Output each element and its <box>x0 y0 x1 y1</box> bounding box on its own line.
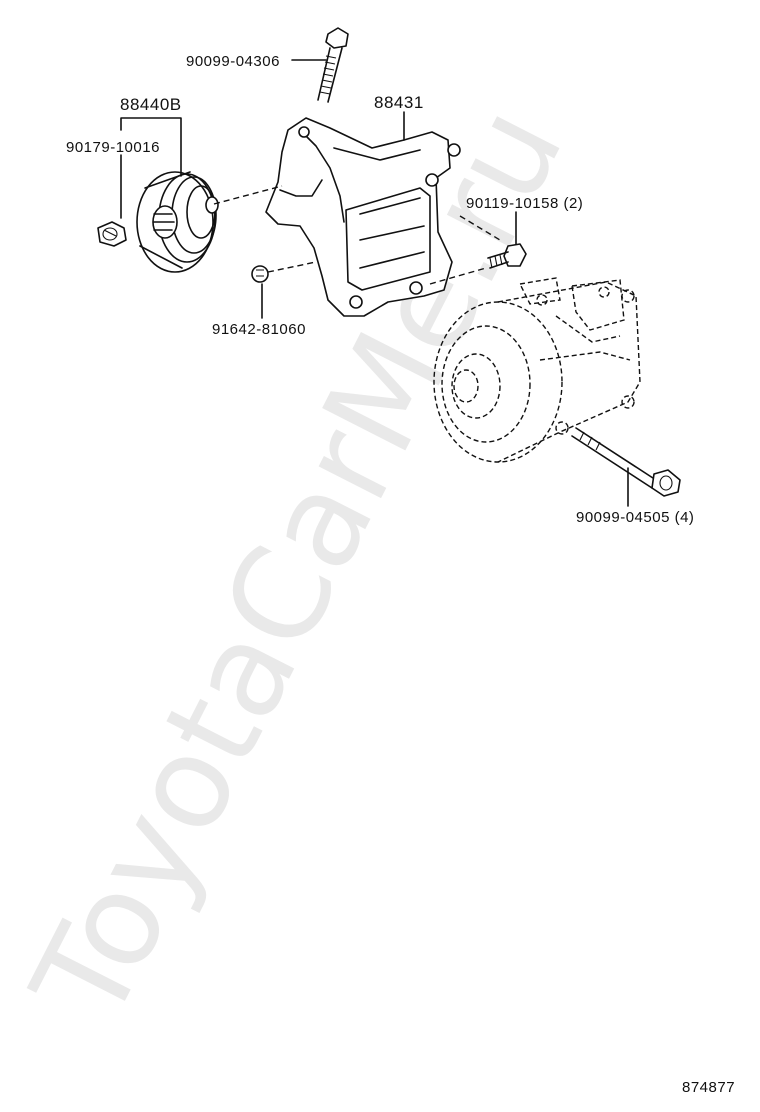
label-bracket: 88431 <box>374 93 424 112</box>
compressor-bolt-icon <box>571 427 681 497</box>
pulley-icon <box>136 171 219 273</box>
bracket-icon <box>265 117 461 317</box>
label-bracket-bolt: 90099-04306 <box>186 53 280 70</box>
watermark: ToyotaCarMe.ru <box>4 84 592 1045</box>
plug-icon <box>251 265 269 283</box>
stud-bolt-icon <box>487 243 527 269</box>
label-plug: 91642-81060 <box>212 321 306 338</box>
alignment-lines <box>213 185 501 285</box>
diagram-id: 874877 <box>682 1079 735 1096</box>
label-compressor-bolt: 90099-04505 (4) <box>576 509 694 526</box>
label-pulley-assy: 88440B <box>120 95 182 114</box>
label-pulley-nut: 90179-10016 <box>66 139 160 156</box>
label-stud-bolt: 90119-10158 (2) <box>466 195 583 212</box>
bracket-bolt-icon <box>317 27 349 103</box>
compressor-icon <box>433 277 641 463</box>
leader-88440B <box>120 117 182 219</box>
pulley-nut-icon <box>97 221 127 247</box>
